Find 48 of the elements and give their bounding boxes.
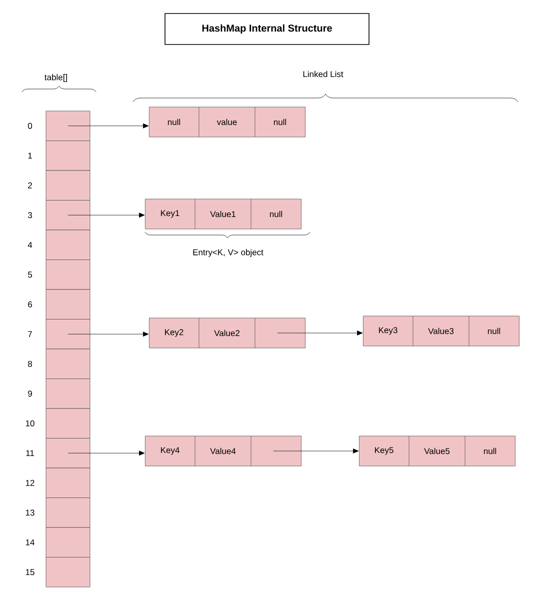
table-cell [46, 557, 90, 588]
table-cell [46, 348, 90, 379]
index-number: 4 [28, 242, 32, 248]
entry-box: Key5 Value5 null [359, 436, 516, 466]
arrow [273, 448, 359, 454]
index-number: 7 [28, 331, 32, 338]
table-cell [46, 170, 90, 200]
table-cell [46, 408, 90, 438]
entry-box: Key4 Value4 [145, 436, 302, 466]
brace-label: table[] [44, 74, 67, 82]
table-cell [46, 319, 90, 350]
brace-label: Linked List [303, 70, 344, 78]
index-number: 11 [26, 450, 34, 456]
table-cell [46, 110, 90, 141]
table-cell [46, 140, 90, 171]
index-number: 0 [28, 122, 32, 129]
table-cell [46, 260, 90, 290]
index-number: 13 [26, 510, 34, 516]
table-cell [46, 378, 90, 409]
table-cell [46, 230, 90, 260]
index-number: 14 [26, 539, 34, 546]
index-number: 12 [26, 480, 34, 486]
title-box: HashMap Internal Structure [164, 13, 370, 45]
table-cell [46, 438, 90, 468]
index-number: 6 [28, 301, 32, 308]
index-number: 9 [28, 390, 32, 397]
entry-box: Key3 Value3 null [363, 316, 520, 346]
arrow [68, 123, 149, 128]
index-number: 10 [26, 420, 34, 426]
index-number: 2 [28, 182, 32, 188]
index-number: 5 [28, 272, 32, 278]
index-number: 15 [26, 569, 34, 576]
index-number: 1 [28, 152, 32, 159]
entry-box: null value null [149, 106, 306, 138]
index-number: 3 [28, 212, 32, 218]
entry-box: Key2 Value2 [149, 318, 306, 348]
index-number: 8 [28, 360, 32, 367]
arrow [68, 332, 149, 337]
table-cell [46, 200, 90, 230]
table-cell [46, 498, 90, 528]
brace-label: Entry<K, V> object [193, 249, 264, 257]
arrow [68, 212, 145, 218]
arrow [277, 330, 363, 336]
table-cell [46, 289, 90, 320]
table-cell [46, 527, 90, 558]
table-cell [46, 468, 90, 498]
entry-box: Key1 Value1 null [145, 198, 302, 230]
arrow [68, 450, 145, 456]
